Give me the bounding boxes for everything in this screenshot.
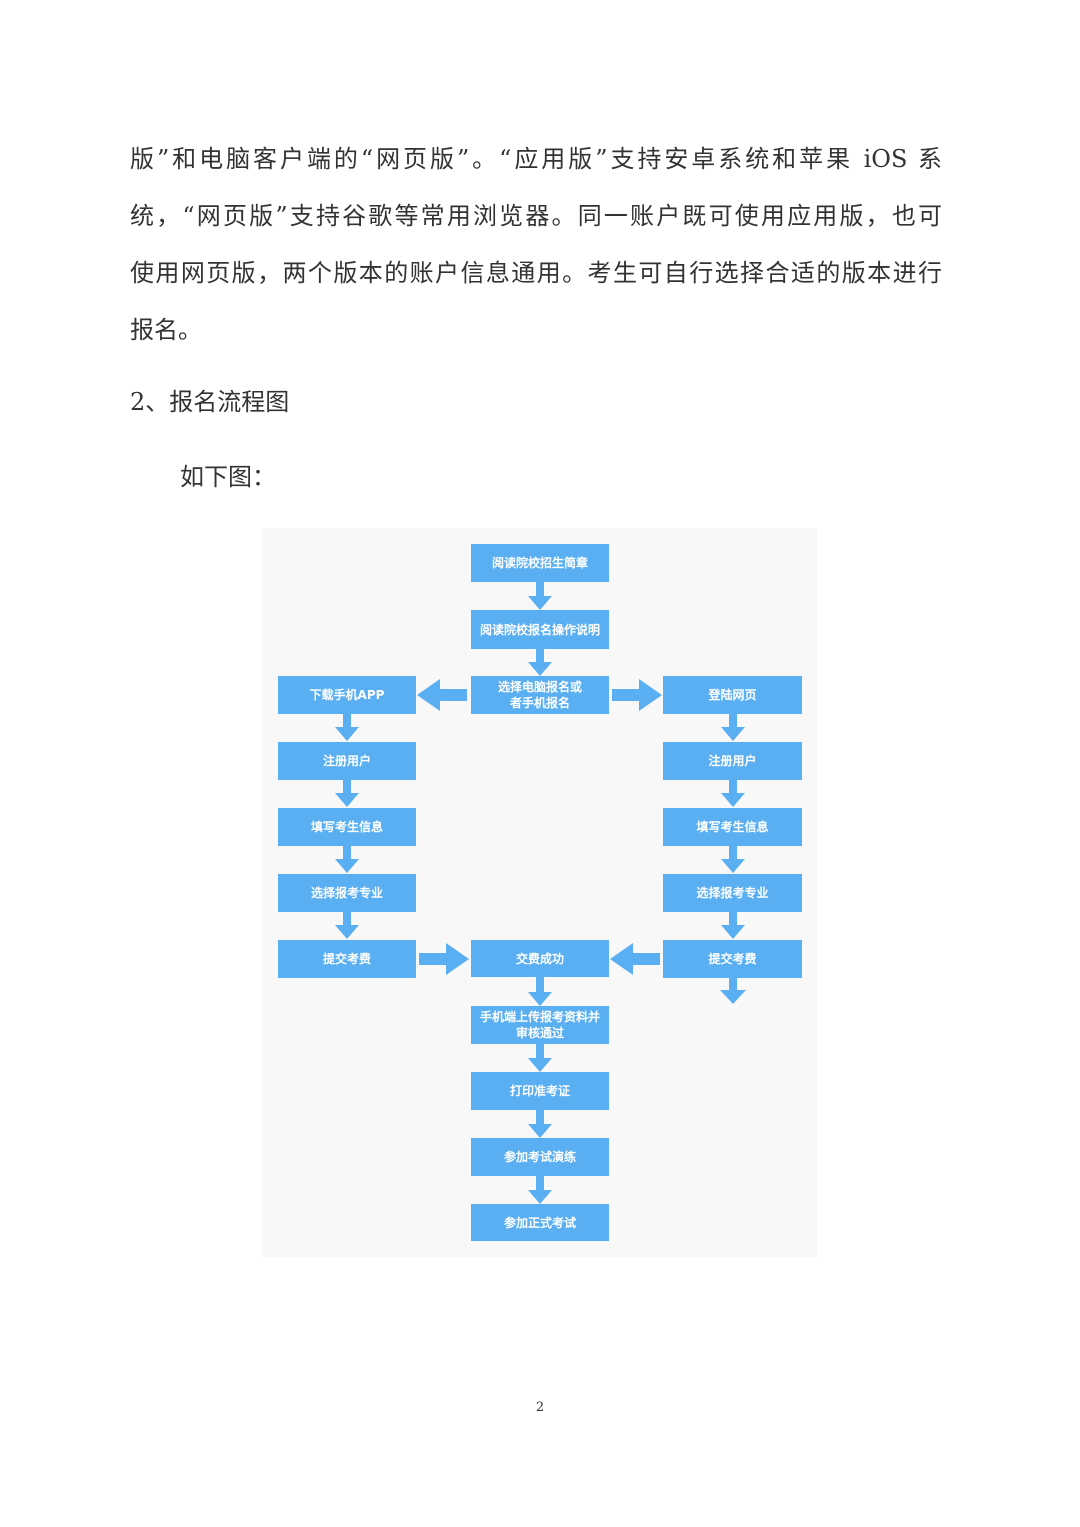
intro-paragraph: 版”和电脑客户端的“网页版”。“应用版”支持安卓系统和苹果 iOS 系 统，“网… bbox=[130, 144, 942, 372]
arrow-down-icon bbox=[720, 978, 746, 1004]
step-pay-left: 提交考费 bbox=[278, 940, 416, 978]
step-payment-success: 交费成功 bbox=[471, 940, 609, 977]
arrow-down-icon bbox=[528, 649, 552, 676]
arrow-right-icon bbox=[419, 943, 469, 975]
registration-flowchart: 阅读院校招生简章 阅读院校报名操作说明 选择电脑报名或者手机报名 下载手机APP… bbox=[262, 528, 817, 1257]
step-formal-exam: 参加正式考试 bbox=[471, 1204, 609, 1241]
step-print-ticket: 打印准考证 bbox=[471, 1072, 609, 1110]
arrow-down-icon bbox=[528, 977, 552, 1006]
step-read-brochure: 阅读院校招生简章 bbox=[471, 544, 609, 582]
section-heading: 2、报名流程图 bbox=[130, 388, 290, 416]
arrow-right-icon bbox=[612, 679, 662, 711]
arrow-down-icon bbox=[721, 846, 745, 873]
paragraph-line: 统，“网页版”支持谷歌等常用浏览器。同一账户既可使用应用版，也可 bbox=[130, 202, 942, 230]
step-fill-info-left: 填写考生信息 bbox=[278, 808, 416, 846]
step-register-right: 注册用户 bbox=[663, 742, 802, 780]
step-choose-major-left: 选择报考专业 bbox=[278, 874, 416, 912]
arrow-down-icon bbox=[528, 1044, 552, 1072]
step-practice-exam: 参加考试演练 bbox=[471, 1138, 609, 1176]
arrow-down-icon bbox=[335, 714, 359, 741]
arrow-down-icon bbox=[528, 1176, 552, 1204]
step-login-web: 登陆网页 bbox=[663, 676, 802, 714]
arrow-down-icon bbox=[721, 912, 745, 939]
flowchart-arrows bbox=[335, 582, 746, 1204]
paragraph-line: 报名。 bbox=[130, 316, 202, 344]
step-download-app: 下载手机APP bbox=[278, 676, 416, 714]
arrow-down-icon bbox=[335, 846, 359, 873]
step-choose-major-right: 选择报考专业 bbox=[663, 874, 802, 912]
step-upload-review: 手机端上传报考资料并审核通过 bbox=[471, 1006, 609, 1044]
figure-lead: 如下图： bbox=[180, 463, 276, 491]
step-pay-right: 提交考费 bbox=[663, 940, 802, 978]
arrow-down-icon bbox=[721, 714, 745, 741]
arrow-down-icon bbox=[721, 780, 745, 807]
paragraph-line: 版”和电脑客户端的“网页版”。“应用版”支持安卓系统和苹果 iOS 系 bbox=[130, 145, 942, 173]
arrow-left-icon bbox=[417, 679, 467, 711]
arrow-left-icon bbox=[610, 943, 660, 975]
arrow-group bbox=[335, 582, 746, 1204]
step-choose-method: 选择电脑报名或者手机报名 bbox=[471, 676, 609, 714]
arrow-down-icon bbox=[528, 1110, 552, 1138]
step-register-left: 注册用户 bbox=[278, 742, 416, 780]
page-number: 2 bbox=[535, 1400, 545, 1415]
step-read-instructions: 阅读院校报名操作说明 bbox=[471, 610, 609, 649]
step-fill-info-right: 填写考生信息 bbox=[663, 808, 802, 846]
paragraph-line: 使用网页版，两个版本的账户信息通用。考生可自行选择合适的版本进行 bbox=[130, 259, 942, 287]
arrow-down-icon bbox=[528, 582, 552, 610]
arrow-down-icon bbox=[335, 912, 359, 939]
arrow-down-icon bbox=[335, 780, 359, 807]
